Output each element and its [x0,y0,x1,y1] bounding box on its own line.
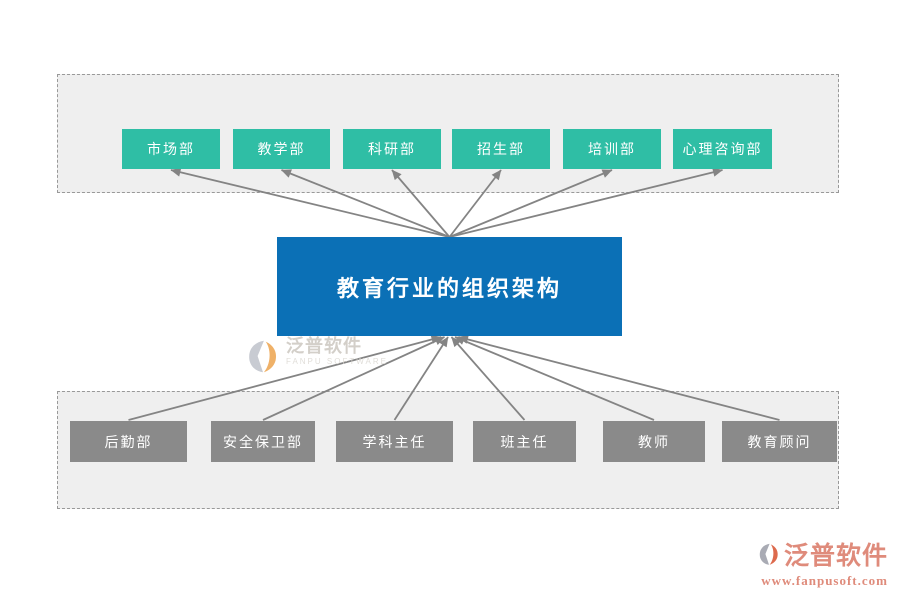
center-watermark: 泛普软件 FANPU SOFTWARE [245,337,388,375]
role-node: 学科主任 [336,421,453,462]
corner-logo: 泛普软件 www.fanpusoft.com [757,536,888,589]
role-label: 教师 [638,433,670,450]
watermark-brand-text: 泛普软件 [286,336,362,356]
corner-website-text: www.fanpusoft.com [761,573,888,588]
fanpu-logo-icon [249,340,277,373]
role-node: 班主任 [473,421,576,462]
role-label: 学科主任 [362,433,427,450]
department-label: 心理咨询部 [682,141,763,157]
department-label: 培训部 [588,141,636,157]
role-node: 安全保卫部 [211,421,315,462]
department-node: 招生部 [452,129,550,169]
diagram-title: 教育行业的组织架构 [336,275,562,301]
fanpu-logo-icon [759,543,778,565]
role-node: 教育顾问 [722,421,837,462]
department-label: 招生部 [477,141,525,157]
role-label: 班主任 [500,433,549,450]
corner-brand-text: 泛普软件 [783,543,888,570]
department-label: 科研部 [368,141,416,157]
role-node: 教师 [603,421,705,462]
center-title-box: 教育行业的组织架构 [277,237,622,336]
department-node: 培训部 [563,129,661,169]
department-node: 科研部 [343,129,441,169]
department-label: 市场部 [147,141,195,157]
role-label: 安全保卫部 [223,433,303,450]
role-node: 后勤部 [70,421,187,462]
department-label: 教学部 [257,141,306,157]
department-node: 心理咨询部 [673,129,772,169]
watermark-caption-text: FANPU SOFTWARE [286,357,388,366]
role-label: 后勤部 [104,433,153,450]
role-label: 教育顾问 [747,433,812,450]
department-node: 教学部 [233,129,330,169]
department-node: 市场部 [122,129,220,169]
